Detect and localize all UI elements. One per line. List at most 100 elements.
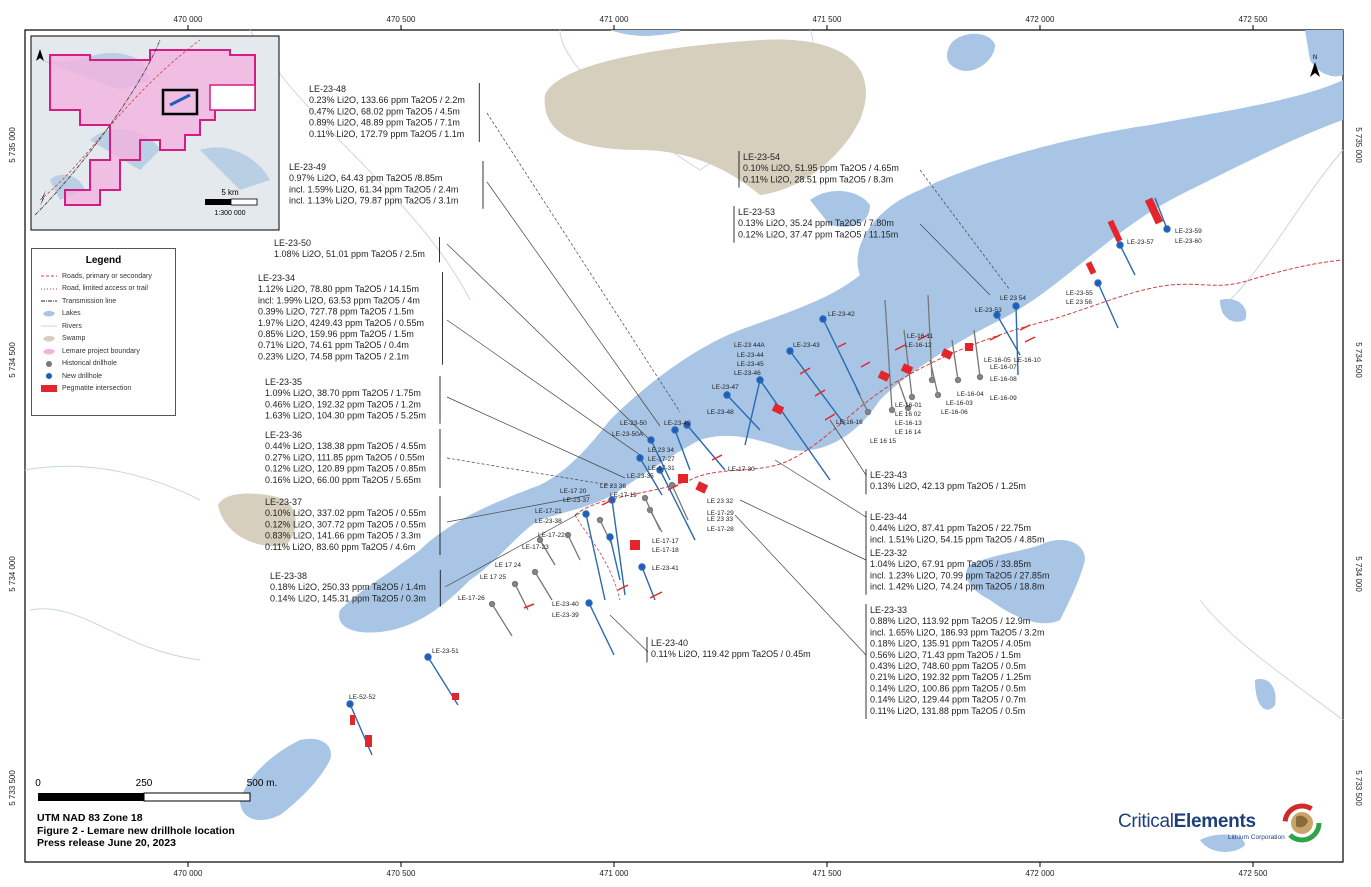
- legend-label: Historical drillhole: [62, 360, 117, 368]
- callout-line: 0.89% Li2O, 48.89 ppm Ta2O5 / 7.1m: [309, 118, 460, 128]
- callout-line: 0.11% Li2O, 119.42 ppm Ta2O5 / 0.45m: [651, 649, 811, 659]
- drillhole-label: LE-17-22: [538, 532, 565, 539]
- pegmatite-icon: [40, 384, 58, 394]
- historical-drillhole-icon: [40, 359, 58, 369]
- callout-title: LE-23-34: [258, 273, 295, 283]
- drillhole-label: LE-23-57: [1127, 239, 1154, 246]
- callout-title: LE-23-54: [743, 152, 780, 162]
- legend: Legend Roads, primary or secondary Road,…: [31, 248, 176, 416]
- y-tick-label: 5 735 000: [1354, 127, 1363, 163]
- callout-line: 0.12% Li2O, 37.47 ppm Ta2O5 / 11.15m: [738, 229, 898, 239]
- legend-item-historical: Historical drillhole: [32, 358, 175, 371]
- drillhole-label: LE-23-50A: [612, 431, 644, 438]
- drillhole-label: LE-23-60: [1175, 238, 1202, 245]
- drillhole-label: LE-23-46: [734, 370, 761, 377]
- x-tick-label: 470 500: [387, 15, 416, 24]
- callout-line: 0.14% Li2O, 129.44 ppm Ta2O5 / 0.7m: [870, 695, 1026, 705]
- drillhole-label: LE-17-28: [707, 526, 734, 533]
- drillhole-label: LE 23 36: [600, 483, 626, 490]
- callout-line: 0.39% Li2O, 727.78 ppm Ta2O5 / 1.5m: [258, 307, 414, 317]
- callout-line: 0.46% Li2O, 192.32 ppm Ta2O5 / 1.2m: [265, 399, 421, 409]
- callout-le-23-44: LE-23-440.44% Li2O, 87.41 ppm Ta2O5 / 22…: [865, 511, 1044, 548]
- x-tick-labels-top: 470 000 470 500 471 000 471 500 472 000 …: [174, 15, 1268, 24]
- drillhole-label: LE-17-18: [652, 547, 679, 554]
- drillhole-label: LE-17-29: [707, 510, 734, 517]
- legend-item-swamp: Swamp: [32, 333, 175, 346]
- historical-drillholes: [488, 294, 984, 637]
- callout-le-23-40: LE-23-400.11% Li2O, 119.42 ppm Ta2O5 / 0…: [646, 637, 811, 663]
- callout-line: 0.56% Li2O, 71.43 ppm Ta2O5 / 1.5m: [870, 650, 1021, 660]
- x-tick-label: 472 000: [1026, 869, 1055, 878]
- callout-line: 0.16% Li2O, 66.00 ppm Ta2O5 / 5.65m: [265, 475, 421, 485]
- drillhole-label: LE-23-47: [712, 384, 739, 391]
- callout-line: 0.83% Li2O, 141.66 ppm Ta2O5 / 3.3m: [265, 531, 421, 541]
- callout-line: 0.44% Li2O, 138.38 ppm Ta2O5 / 4.55m: [265, 441, 426, 451]
- swamp-icon: [40, 334, 58, 344]
- callout-line: incl. 1.23% Li2O, 70.99 ppm Ta2O5 / 27.8…: [870, 570, 1049, 580]
- legend-item-boundary: Lemare project boundary: [32, 345, 175, 358]
- callout-line: 0.97% Li2O, 64.43 ppm Ta2O5 /8.85m: [289, 173, 442, 183]
- callout-line: 0.18% Li2O, 135.91 ppm Ta2O5 / 4.05m: [870, 639, 1031, 649]
- x-tick-label: 472 500: [1239, 869, 1268, 878]
- callout-line: 0.27% Li2O, 111.85 ppm Ta2O5 / 0.55m: [265, 452, 425, 462]
- x-tick-label: 472 500: [1239, 15, 1268, 24]
- road-limited-icon: [40, 284, 58, 294]
- drillhole-label: LE-17-21: [535, 508, 562, 515]
- drillhole-label: LE-16-06: [941, 409, 968, 416]
- drillhole-label: LE-17-23: [522, 544, 549, 551]
- drillhole-label: LE-23-50: [620, 420, 647, 427]
- callout-line: 1.04% Li2O, 67.91 ppm Ta2O5 / 33.85m: [870, 559, 1031, 569]
- drillhole-label: LE-52-52: [349, 694, 376, 701]
- drillhole-label: LE-23-48: [707, 409, 734, 416]
- callout-title: LE-23-48: [309, 84, 346, 94]
- drillhole-label: LE-23-44: [737, 352, 764, 359]
- legend-label: New drillhole: [62, 372, 103, 380]
- y-tick-label: 5 733 500: [8, 770, 17, 806]
- footer-projection: UTM NAD 83 Zone 18: [37, 812, 143, 824]
- pegmatite-ticks: [523, 324, 1036, 609]
- drillhole-label: LE-17-17: [652, 538, 679, 545]
- callout-line: 0.47% Li2O, 68.02 ppm Ta2O5 / 4.5m: [309, 106, 460, 116]
- drillhole-label: LE-17-30: [728, 466, 755, 473]
- x-tick-labels-bottom: 470 000 470 500 471 000 471 500 472 000 …: [174, 869, 1268, 878]
- drillhole-label: LE-23-38: [535, 518, 562, 525]
- callout-line: 0.88% Li2O, 113.92 ppm Ta2O5 / 12.9m: [870, 616, 1030, 626]
- callout-line: 1.08% Li2O, 51.01 ppm Ta2O5 / 2.5m: [274, 249, 425, 259]
- company-logo: CriticalElements Lithium Corporation: [1118, 797, 1330, 849]
- y-tick-label: 5 735 000: [8, 127, 17, 163]
- north-arrow-label: N: [1313, 55, 1317, 61]
- inset-ratio-label: 1:300 000: [214, 210, 245, 217]
- callout-line: 0.14% Li2O, 100.86 ppm Ta2O5 / 0.5m: [870, 683, 1026, 693]
- legend-label: Swamp: [62, 335, 86, 343]
- x-tick-label: 471 000: [600, 15, 629, 24]
- footer-press-release: Press release June 20, 2023: [37, 837, 176, 849]
- y-tick-label: 5 734 000: [8, 556, 17, 592]
- callout-le-23-37: LE-23-370.10% Li2O, 337.02 ppm Ta2O5 / 0…: [265, 496, 441, 555]
- y-tick-label: 5 734 500: [8, 342, 17, 378]
- pegmatite-intersections: [350, 197, 1164, 747]
- legend-title: Legend: [85, 255, 122, 266]
- callout-line: 0.11% Li2O, 172.79 ppm Ta2O5 / 1.1m: [309, 129, 464, 139]
- drillhole-label: LE-16-07: [990, 364, 1017, 371]
- x-tick-label: 470 500: [387, 869, 416, 878]
- drillhole-label: LE-17-31: [648, 465, 675, 472]
- drillhole-label: LE 16 14: [895, 429, 921, 436]
- drillhole-label: LE-16-09: [990, 395, 1017, 402]
- inset-scale-label: 5 km: [221, 188, 239, 197]
- y-tick-label: 5 734 000: [1354, 556, 1363, 592]
- callout-layer: LE-23-480.23% Li2O, 133.66 ppm Ta2O5 / 2…: [258, 83, 1049, 719]
- callout-title: LE-23-40: [651, 638, 688, 648]
- drillhole-label: LE-23-40: [552, 601, 579, 608]
- drillhole-label: LE 23 32: [707, 498, 733, 505]
- callout-line: 1.09% Li2O, 38.70 ppm Ta2O5 / 1.75m: [265, 388, 421, 398]
- callout-le-23-50: LE-23-501.08% Li2O, 51.01 ppm Ta2O5 / 2.…: [274, 237, 440, 263]
- callout-line: 0.13% Li2O, 42.13 ppm Ta2O5 / 1.25m: [870, 481, 1026, 491]
- callout-line: incl. 1.42% Li2O, 74.24 ppm Ta2O5 / 18.8…: [870, 582, 1044, 592]
- legend-label: Roads, primary or secondary: [62, 272, 152, 280]
- scale-label-0: 0: [35, 778, 41, 789]
- callout-title: LE-23-44: [870, 512, 907, 522]
- drillhole-label: LE-23-59: [1175, 228, 1202, 235]
- drillhole-label: LE 23 54: [1000, 295, 1026, 302]
- legend-item-road-limited: Road, limited access or trail: [32, 283, 175, 296]
- drillhole-label: LE-16-08: [990, 376, 1017, 383]
